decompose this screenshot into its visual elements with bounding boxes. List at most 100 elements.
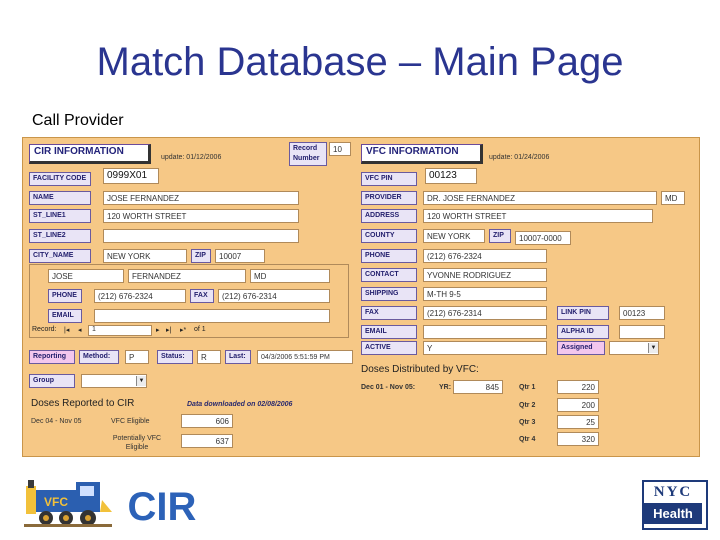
provider-title-field[interactable]: MD	[661, 191, 685, 205]
nyc-health-logo: NYC Health	[642, 480, 708, 530]
cir-zip-label: ZIP	[191, 249, 211, 263]
record-nav-prev-button[interactable]: ◂	[78, 327, 82, 334]
last-field[interactable]: 04/3/2006 5:51:59 PM	[257, 350, 353, 364]
record-number-label: Record Number	[289, 142, 327, 166]
vfc-email-label: EMAIL	[361, 325, 417, 339]
address-label: ADDRESS	[361, 209, 417, 223]
vfc-pin-field[interactable]: 00123	[425, 168, 477, 184]
shipping-field[interactable]: M-TH 9-5	[423, 287, 547, 301]
contact-phone-field[interactable]: (212) 676-2324	[94, 289, 186, 303]
contact-phone-label: PHONE	[48, 289, 82, 303]
qtr2-value: 200	[557, 398, 599, 412]
group-label: Group	[29, 374, 75, 388]
alpha-id-field[interactable]	[619, 325, 665, 339]
vfc-eligible-value: 606	[181, 414, 233, 428]
record-nav-first-button[interactable]: |◂	[64, 327, 70, 334]
method-field[interactable]: P	[125, 350, 149, 364]
record-nav-new-button[interactable]: ▸*	[180, 327, 187, 334]
record-nav-last-button[interactable]: ▸|	[166, 327, 172, 334]
county-label: COUNTY	[361, 229, 417, 243]
vfc-phone-field[interactable]: (212) 676-2324	[423, 249, 547, 263]
st-line1-field[interactable]: 120 WORTH STREET	[103, 209, 299, 223]
shipping-label: SHIPPING	[361, 287, 417, 301]
link-pin-field[interactable]: 00123	[619, 306, 665, 320]
yr-label: YR:	[439, 384, 452, 391]
cir-update-date: update: 01/12/2006	[161, 154, 222, 161]
status-field[interactable]: R	[197, 350, 221, 364]
method-label: Method:	[79, 350, 119, 364]
county-field[interactable]: NEW YORK	[423, 229, 485, 243]
vfc-pin-label: VFC PIN	[361, 172, 417, 186]
group-select[interactable]: ▼	[81, 374, 147, 388]
cir-zip-field[interactable]: 10007	[215, 249, 265, 263]
cir-name-label: NAME	[29, 191, 91, 205]
contact-field[interactable]: YVONNE RODRIGUEZ	[423, 268, 547, 282]
potentially-eligible-label: Potentially VFC Eligible	[112, 435, 162, 451]
facility-code-field[interactable]: 0999X01	[103, 168, 159, 184]
qtr4-label: Qtr 4	[519, 436, 536, 443]
status-label: Status:	[157, 350, 193, 364]
active-field[interactable]: Y	[423, 341, 547, 355]
vfc-train-logo: VFC	[22, 470, 114, 532]
last-label: Last:	[225, 350, 251, 364]
record-nav-label: Record:	[32, 326, 57, 333]
qtr3-label: Qtr 3	[519, 419, 536, 426]
st-line2-label: ST_LINE2	[29, 229, 91, 243]
assigned-dropdown-icon[interactable]: ▼	[648, 343, 658, 353]
contact-title[interactable]: MD	[250, 269, 330, 283]
contact-label: CONTACT	[361, 268, 417, 282]
slide-title: Match Database – Main Page	[96, 40, 624, 84]
vfc-email-field[interactable]	[423, 325, 547, 339]
doses-cir-period: Dec 04 - Nov 05	[31, 418, 82, 425]
st-line2-field[interactable]	[103, 229, 299, 243]
contact-email-label: EMAIL	[48, 309, 82, 323]
nyc-logo-top: NYC	[653, 484, 693, 500]
vfc-fax-field[interactable]: (212) 676-2314	[423, 306, 547, 320]
cir-name-field[interactable]: JOSE FERNANDEZ	[103, 191, 299, 205]
link-pin-label: LINK PIN	[557, 306, 609, 320]
doses-vfc-period: Dec 01 - Nov 05:	[361, 384, 416, 391]
cir-logo-text: CIR	[128, 485, 197, 526]
qtr4-value: 320	[557, 432, 599, 446]
reporting-label: Reporting	[29, 350, 75, 364]
city-name-label: CITY_NAME	[29, 249, 91, 263]
st-line1-label: ST_LINE1	[29, 209, 91, 223]
yr-value: 845	[453, 380, 503, 394]
alpha-id-label: ALPHA ID	[557, 325, 609, 339]
slide-subtitle: Call Provider	[32, 112, 124, 129]
contact-fax-label: FAX	[190, 289, 214, 303]
potentially-eligible-value: 637	[181, 434, 233, 448]
provider-field[interactable]: DR. JOSE FERNANDEZ	[423, 191, 657, 205]
vfc-zip-label: ZIP	[489, 229, 511, 243]
doses-distributed-heading: Doses Distributed by VFC:	[361, 364, 479, 375]
provider-label: PROVIDER	[361, 191, 417, 205]
contact-email-field[interactable]	[94, 309, 330, 323]
qtr2-label: Qtr 2	[519, 402, 536, 409]
record-nav-current[interactable]: 1	[88, 325, 152, 336]
group-dropdown-icon[interactable]: ▼	[136, 376, 146, 386]
call-provider-form: CIR INFORMATION update: 01/12/2006 Recor…	[22, 137, 700, 457]
vfc-fax-label: FAX	[361, 306, 417, 320]
qtr3-value: 25	[557, 415, 599, 429]
doses-reported-heading: Doses Reported to CIR	[31, 398, 135, 409]
city-name-field[interactable]: NEW YORK	[103, 249, 187, 263]
facility-code-label: FACILITY CODE	[29, 172, 91, 186]
qtr1-value: 220	[557, 380, 599, 394]
contact-first-name[interactable]: JOSE	[48, 269, 124, 283]
active-label: ACTIVE	[361, 341, 417, 355]
vfc-phone-label: PHONE	[361, 249, 417, 263]
record-nav-next-button[interactable]: ▸	[156, 327, 160, 334]
vfc-eligible-label: VFC Eligible	[111, 418, 150, 425]
record-number-field[interactable]: 10	[329, 142, 351, 156]
address-field[interactable]: 120 WORTH STREET	[423, 209, 653, 223]
vfc-information-header: VFC INFORMATION	[361, 144, 483, 164]
assigned-select[interactable]: ▼	[609, 341, 659, 355]
assigned-label: Assigned	[557, 341, 605, 355]
vfc-logo-text: VFC	[44, 495, 68, 509]
qtr1-label: Qtr 1	[519, 384, 536, 391]
nyc-logo-bottom: Health	[644, 503, 702, 524]
vfc-zip-field[interactable]: 10007-0000	[515, 231, 571, 245]
vfc-update-date: update: 01/24/2006	[489, 154, 550, 161]
contact-fax-field[interactable]: (212) 676-2314	[218, 289, 330, 303]
contact-last-name[interactable]: FERNANDEZ	[128, 269, 246, 283]
